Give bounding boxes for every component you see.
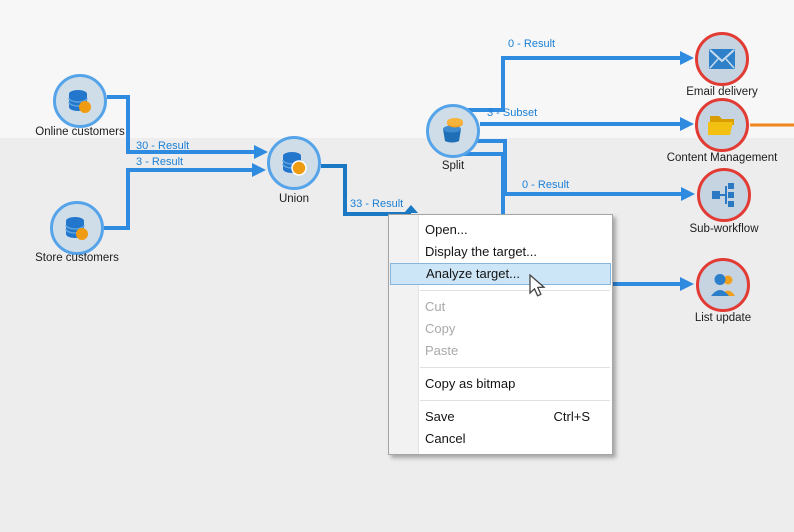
arrowhead-icon xyxy=(252,163,266,177)
node-label-store-customers: Store customers xyxy=(35,252,119,264)
edge-label-union-output: 33 - Result xyxy=(350,198,404,210)
edge-label-split-to-email: 0 - Result xyxy=(508,38,556,50)
edge-union-output[interactable] xyxy=(321,164,418,216)
menu-item-cut: Cut xyxy=(425,299,446,314)
menu-item-cancel[interactable]: Cancel xyxy=(425,431,466,446)
canvas-top-band xyxy=(0,0,794,138)
arrowhead-icon xyxy=(254,145,268,159)
database-icon xyxy=(68,90,91,113)
node-list-update[interactable] xyxy=(696,258,750,312)
edge-label-store-to-union: 3 - Result xyxy=(136,156,184,168)
edge-store-to-union[interactable] xyxy=(104,163,266,230)
edge-label-online-to-union: 30 - Result xyxy=(136,140,190,152)
node-label-sub-workflow: Sub-workflow xyxy=(689,223,759,235)
node-split[interactable] xyxy=(426,104,480,158)
folder-icon xyxy=(708,116,734,135)
menu-separator xyxy=(420,290,610,291)
menu-item-display-the-target[interactable]: Display the target... xyxy=(425,244,537,259)
node-label-online-customers: Online customers xyxy=(35,126,125,138)
database-icon xyxy=(282,152,307,176)
node-label-union: Union xyxy=(278,193,310,205)
menu-item-save[interactable]: Save Ctrl+S xyxy=(389,406,612,428)
edge-label-split-to-subworkflow: 0 - Result xyxy=(522,179,570,191)
edge-label-split-to-content: 3 - Subset xyxy=(487,107,538,119)
arrowhead-icon xyxy=(680,277,694,291)
node-union[interactable] xyxy=(267,136,321,190)
edge-split-to-content[interactable] xyxy=(480,117,694,131)
menu-separator xyxy=(420,367,610,368)
menu-item-save-label: Save xyxy=(425,409,455,424)
node-store-customers[interactable] xyxy=(50,201,104,255)
arrowhead-icon xyxy=(680,51,694,65)
mouse-cursor-icon xyxy=(529,274,546,297)
people-icon xyxy=(711,274,735,296)
context-menu-icon-gutter xyxy=(389,215,419,454)
node-email-delivery[interactable] xyxy=(695,32,749,86)
node-label-split: Split xyxy=(441,160,465,172)
arrowhead-icon xyxy=(681,187,695,201)
hierarchy-icon xyxy=(712,183,734,207)
menu-item-copy: Copy xyxy=(425,321,456,336)
arrowhead-icon xyxy=(680,117,694,131)
split-icon xyxy=(443,118,463,143)
node-label-list-update: List update xyxy=(694,312,752,324)
edge-online-to-union[interactable] xyxy=(107,95,268,159)
context-menu: Open... Display the target... Analyze ta… xyxy=(388,214,613,455)
node-content-management[interactable] xyxy=(695,98,749,152)
menu-separator xyxy=(420,400,610,401)
arrowhead-up-icon xyxy=(404,205,418,213)
edge-split-to-email[interactable] xyxy=(462,51,694,112)
menu-item-copy-as-bitmap[interactable]: Copy as bitmap xyxy=(425,376,516,391)
menu-item-analyze-target[interactable]: Analyze target... xyxy=(390,263,611,285)
node-label-email-delivery: Email delivery xyxy=(686,86,758,98)
database-icon xyxy=(65,217,88,240)
menu-item-open[interactable]: Open... xyxy=(425,222,468,237)
envelope-icon xyxy=(709,49,735,69)
menu-item-paste: Paste xyxy=(425,343,459,358)
node-sub-workflow[interactable] xyxy=(697,168,751,222)
menu-item-save-shortcut: Ctrl+S xyxy=(553,409,590,424)
node-online-customers[interactable] xyxy=(53,74,107,128)
node-label-content-management: Content Management xyxy=(666,152,778,164)
